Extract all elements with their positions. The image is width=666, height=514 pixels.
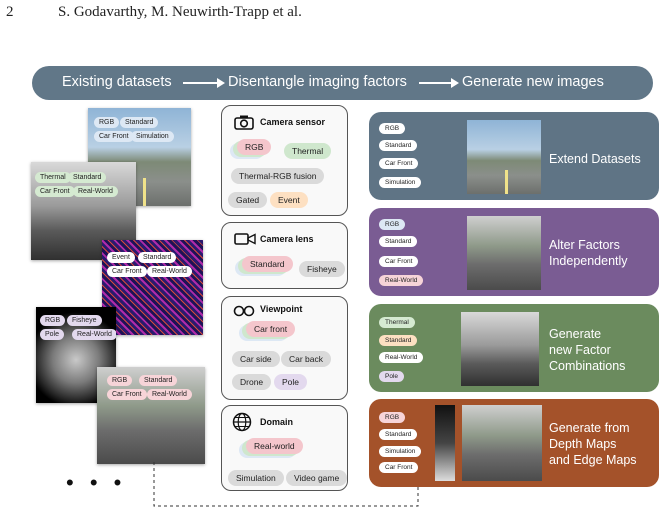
tag: Thermal — [35, 172, 71, 183]
tag: Standard — [68, 172, 107, 183]
tag: Car Front — [107, 389, 147, 400]
tag: RGB — [40, 315, 66, 326]
factor-option: Fisheye — [299, 261, 345, 277]
more-datasets-ellipsis: • • • — [66, 470, 127, 495]
tag: Car Front — [379, 158, 419, 169]
tag: Standard — [379, 140, 418, 151]
dataset-thumb-event: Event Standard Car Front Real-World — [102, 240, 203, 335]
factor-title: Camera sensor — [260, 117, 326, 127]
factor-title: Viewpoint — [260, 304, 303, 314]
tag: Car Front — [94, 131, 134, 142]
factor-option: Thermal-RGB fusion — [231, 168, 325, 184]
depth-map-image — [435, 405, 455, 481]
tag: Car Front — [379, 256, 419, 267]
factor-camera-sensor: Camera sensor RGB Thermal Thermal-RGB fu… — [221, 105, 348, 216]
result-label: Alter Factors Independently — [549, 238, 628, 268]
result-label: Extend Datasets — [549, 152, 641, 166]
page-number: 2 — [6, 4, 14, 20]
factor-option: Simulation — [228, 470, 284, 486]
tag: Real-World — [73, 186, 118, 197]
tag: Standard — [120, 117, 159, 128]
tag: Real-World — [147, 266, 192, 277]
factor-option: RGB — [237, 139, 272, 155]
factor-camera-lens: Camera lens Standard Fisheye — [221, 222, 348, 289]
tag: Car Front — [379, 462, 419, 473]
globe-icon — [232, 412, 252, 432]
pipeline-step-existing: Existing datasets — [62, 74, 172, 90]
tag: RGB — [379, 219, 406, 230]
factor-option: Pole — [274, 374, 308, 390]
tag: Simulation — [131, 131, 174, 142]
tag: Standard — [379, 429, 418, 440]
factor-option: Drone — [232, 374, 272, 390]
tag: Standard — [138, 252, 177, 263]
tag: Thermal — [379, 317, 415, 328]
factor-title: Domain — [260, 417, 294, 427]
tag: RGB — [379, 123, 406, 134]
video-camera-icon — [234, 233, 256, 245]
result-new-combinations: Thermal Standard Real-World Pole Generat… — [369, 304, 659, 392]
tag: RGB — [107, 375, 133, 386]
factor-domain: Domain Real-world Simulation Video game — [221, 405, 348, 491]
factor-option: Car front — [246, 321, 296, 337]
generated-image — [467, 120, 541, 194]
tag: Standard — [139, 375, 178, 386]
factor-option: Video game — [286, 470, 348, 486]
factor-option: Car back — [281, 351, 332, 367]
arrow-right-icon — [419, 78, 459, 88]
tag: Car Front — [35, 186, 75, 197]
result-label: Generate new Factor Combinations — [549, 327, 626, 373]
tag: Fisheye — [67, 315, 102, 326]
tag: Pole — [379, 371, 405, 382]
tag: Car Front — [107, 266, 147, 277]
factor-viewpoint: Viewpoint Car front Car side Car back Dr… — [221, 296, 348, 400]
factor-option: Real-world — [246, 438, 303, 454]
result-alter-factors: RGB Standard Car Front Real-World Alter … — [369, 208, 659, 296]
tag: RGB — [379, 412, 406, 423]
eyes-icon — [233, 305, 255, 317]
tag: Simulation — [379, 446, 422, 457]
generated-image — [461, 312, 539, 386]
tag: Pole — [40, 329, 65, 340]
factor-option: Standard — [242, 256, 293, 272]
tag: Standard — [379, 335, 418, 346]
generated-image — [462, 405, 542, 481]
tag: Event — [107, 252, 135, 263]
tag: Real-World — [379, 275, 424, 286]
pipeline-banner: Existing datasets Disentangle imaging fa… — [32, 66, 653, 100]
factor-option: Event — [270, 192, 308, 208]
tag: Real-World — [72, 329, 116, 340]
factor-option: Thermal — [284, 143, 332, 159]
result-extend-datasets: RGB Standard Car Front Simulation Extend… — [369, 112, 659, 200]
tag: Real-World — [147, 389, 192, 400]
tag: Real-World — [379, 352, 424, 363]
factor-option: Gated — [228, 192, 268, 208]
running-head: S. Godavarthy, M. Neuwirth-Trapp et al. — [58, 4, 302, 20]
arrow-right-icon — [183, 78, 225, 88]
generated-image — [467, 216, 541, 290]
dataset-thumb-real-world: RGB Standard Car Front Real-World — [97, 367, 205, 464]
tag: Standard — [379, 236, 418, 247]
result-depth-edge-maps: RGB Standard Simulation Car Front Genera… — [369, 399, 659, 487]
camera-icon — [234, 115, 254, 130]
tag: Simulation — [379, 177, 422, 188]
result-label: Generate from Depth Maps and Edge Maps — [549, 421, 637, 467]
factor-option: Car side — [232, 351, 280, 367]
factor-title: Camera lens — [260, 234, 314, 244]
tag: RGB — [94, 117, 120, 128]
pipeline-step-disentangle: Disentangle imaging factors — [228, 74, 407, 90]
pipeline-step-generate: Generate new images — [462, 74, 604, 90]
